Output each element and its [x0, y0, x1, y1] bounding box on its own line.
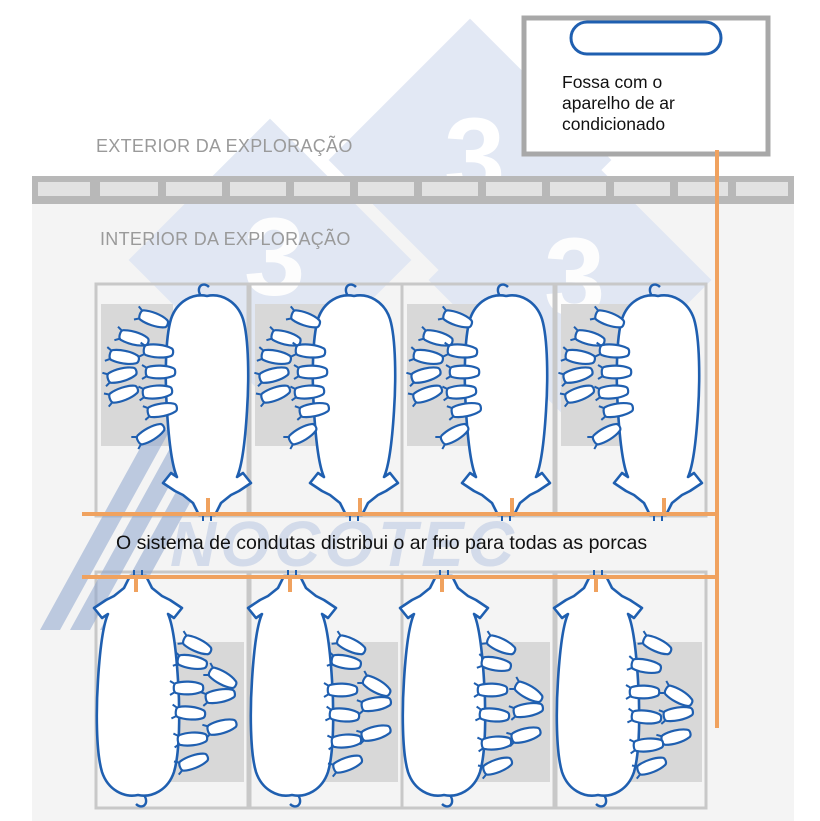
svg-text:NOCOTEC: NOCOTEC	[170, 508, 518, 580]
sow-bottom-2	[246, 568, 338, 808]
ac-unit-caption-line-1: Fossa com o	[562, 72, 663, 92]
ac-unit-caption-line-2: aparelho de ar	[562, 93, 675, 113]
interior-label: INTERIOR DA EXPLORAÇÃO	[100, 229, 351, 249]
exterior-label: EXTERIOR DA EXPLORAÇÃO	[96, 136, 353, 156]
air-duct-system	[82, 150, 719, 728]
ducts-caption: O sistema de condutas distribui o ar fri…	[116, 532, 648, 554]
barn-wall	[32, 176, 794, 204]
sow-top-1	[161, 283, 253, 523]
bottom-row-pens	[94, 570, 708, 810]
svg-text:3: 3	[244, 196, 305, 319]
ac-unit-caption: Fossa com o aparelho de ar condicionado	[562, 72, 762, 135]
sow-bottom-4	[552, 568, 644, 808]
ac-unit-caption-line-3: condicionado	[562, 114, 666, 134]
ac-unit-pit	[521, 15, 771, 157]
ac-unit-icon	[569, 20, 723, 56]
sow-bottom-1	[92, 568, 184, 808]
sow-bottom-3	[398, 568, 490, 808]
